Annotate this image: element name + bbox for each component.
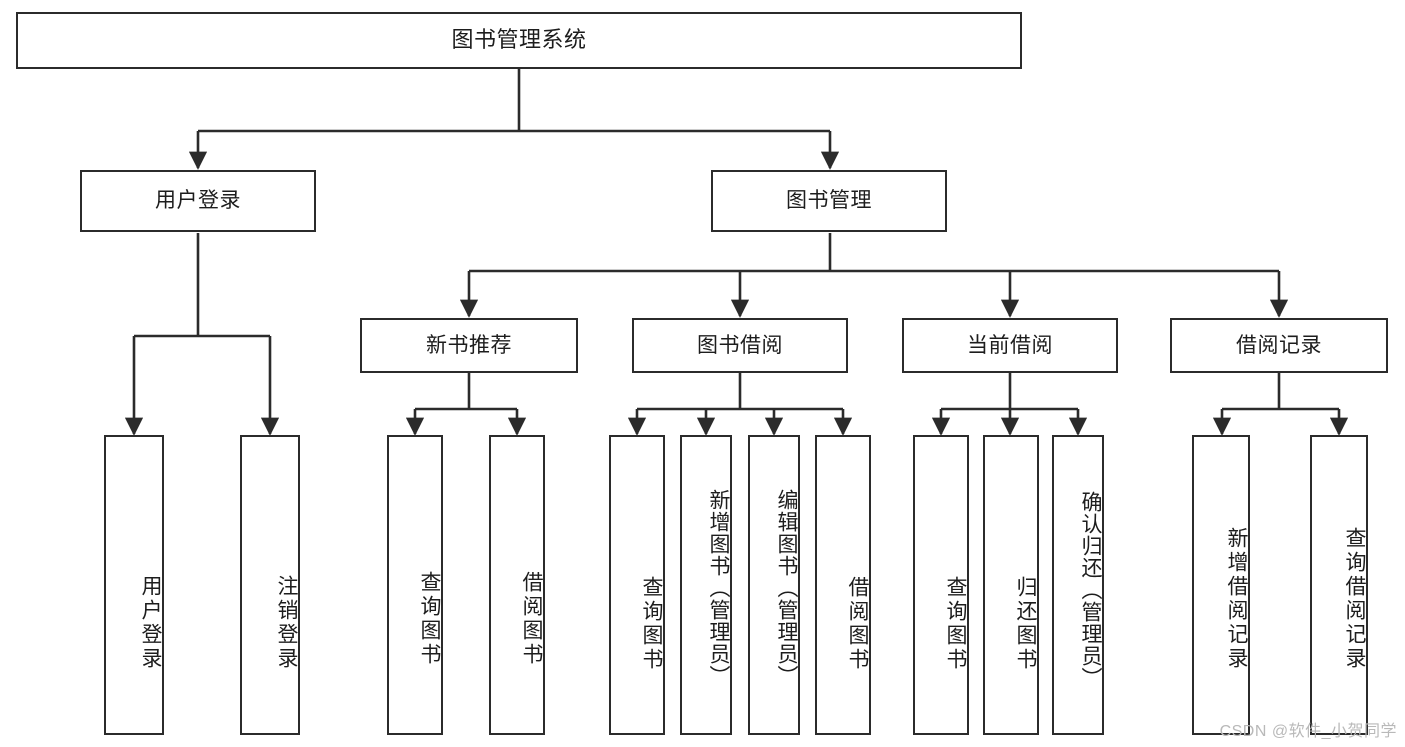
- node-new-book-recommend[interactable]: 新书推荐: [360, 318, 578, 373]
- node-leaf-borrow-book-1-label: 借阅图书: [520, 571, 543, 667]
- node-borrow-record-label: 借阅记录: [1236, 333, 1322, 357]
- node-leaf-query-book-3-label: 查询图书: [944, 576, 967, 672]
- node-user-login[interactable]: 用户登录: [80, 170, 316, 232]
- node-leaf-add-record-label: 新增借阅记录: [1225, 527, 1248, 671]
- node-root-label: 图书管理系统: [451, 27, 587, 53]
- node-book-borrow[interactable]: 图书借阅: [632, 318, 848, 373]
- node-book-borrow-label: 图书借阅: [697, 333, 783, 357]
- node-book-manage[interactable]: 图书管理: [711, 170, 947, 232]
- node-leaf-add-book[interactable]: 新增图书（管理员）: [680, 435, 732, 735]
- node-new-book-recommend-label: 新书推荐: [426, 333, 512, 357]
- node-leaf-logout[interactable]: 注销登录: [240, 435, 300, 735]
- node-leaf-add-record[interactable]: 新增借阅记录: [1192, 435, 1250, 735]
- node-current-borrow-label: 当前借阅: [967, 333, 1053, 357]
- node-leaf-edit-book-label: 编辑图书（管理员）: [775, 489, 798, 687]
- node-leaf-confirm-return-label: 确认归还（管理员）: [1079, 491, 1102, 689]
- node-borrow-record[interactable]: 借阅记录: [1170, 318, 1388, 373]
- node-book-manage-label: 图书管理: [786, 189, 872, 213]
- node-leaf-query-book-1[interactable]: 查询图书: [387, 435, 443, 735]
- node-leaf-add-book-label: 新增图书（管理员）: [707, 489, 730, 687]
- node-leaf-logout-label: 注销登录: [275, 574, 298, 671]
- csdn-watermark: CSDN @软件_小贺同学: [1219, 723, 1397, 740]
- node-leaf-user-login[interactable]: 用户登录: [104, 435, 164, 735]
- node-leaf-edit-book[interactable]: 编辑图书（管理员）: [748, 435, 800, 735]
- node-leaf-query-book-2-label: 查询图书: [640, 576, 663, 672]
- node-leaf-borrow-book-2-label: 借阅图书: [846, 576, 869, 672]
- node-leaf-query-record-label: 查询借阅记录: [1343, 527, 1366, 671]
- node-user-login-label: 用户登录: [155, 189, 241, 213]
- node-leaf-borrow-book-1[interactable]: 借阅图书: [489, 435, 545, 735]
- node-leaf-borrow-book-2[interactable]: 借阅图书: [815, 435, 871, 735]
- node-leaf-confirm-return[interactable]: 确认归还（管理员）: [1052, 435, 1104, 735]
- node-leaf-query-record[interactable]: 查询借阅记录: [1310, 435, 1368, 735]
- node-leaf-return-book-label: 归还图书: [1014, 576, 1037, 672]
- node-leaf-query-book-3[interactable]: 查询图书: [913, 435, 969, 735]
- node-current-borrow[interactable]: 当前借阅: [902, 318, 1118, 373]
- node-leaf-query-book-2[interactable]: 查询图书: [609, 435, 665, 735]
- node-leaf-query-book-1-label: 查询图书: [418, 571, 441, 667]
- node-root[interactable]: 图书管理系统: [16, 12, 1022, 69]
- node-leaf-user-login-label: 用户登录: [139, 574, 162, 671]
- node-leaf-return-book[interactable]: 归还图书: [983, 435, 1039, 735]
